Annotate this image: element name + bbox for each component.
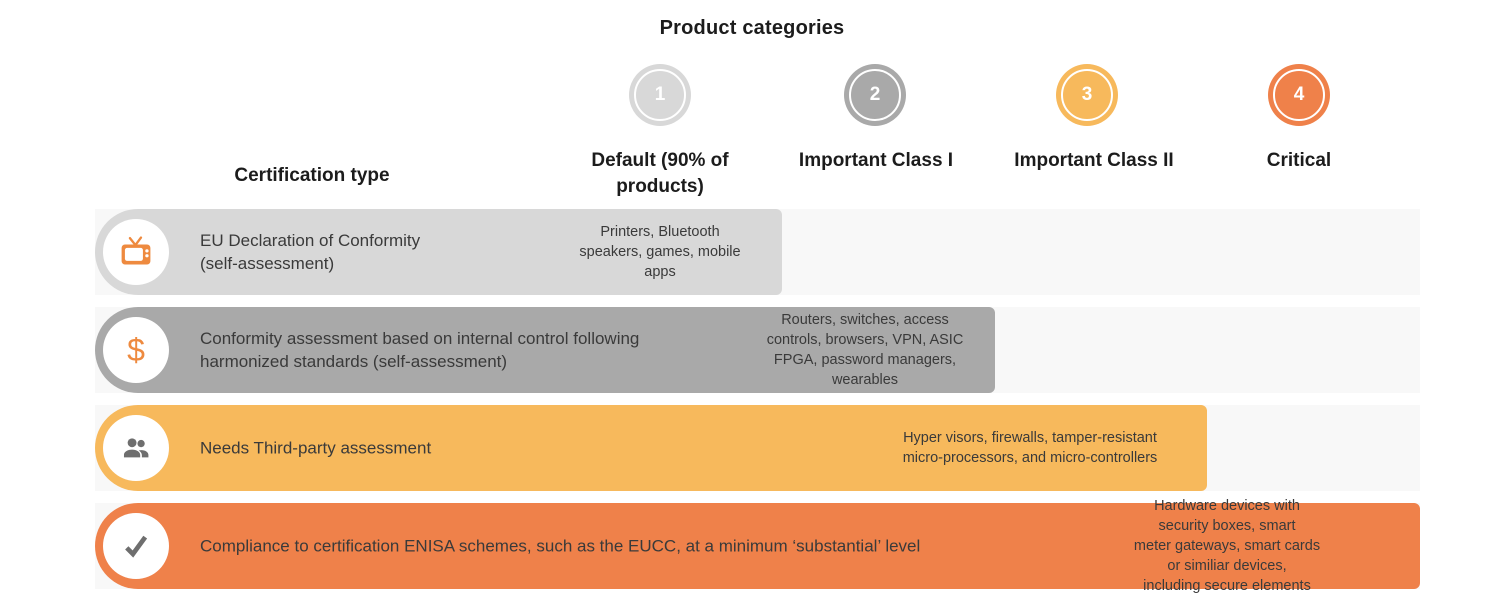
column-header-important-class-1: Important Class I xyxy=(798,150,954,171)
products-cell-important-class-1: Routers, switches, access controls, brow… xyxy=(766,312,964,388)
row-bar-level-3 xyxy=(95,405,1207,491)
row-enisa-certification: Compliance to certification ENISA scheme… xyxy=(95,498,1420,594)
certification-type-label: Needs Third-party assessment xyxy=(200,438,432,458)
category-number-1: 1 xyxy=(634,69,686,121)
certification-type-label: Conformity assessment based on internal … xyxy=(200,329,640,371)
people-icon xyxy=(103,415,169,481)
certification-type-label: Compliance to certification ENISA scheme… xyxy=(200,536,921,556)
category-number-2: 2 xyxy=(849,69,901,121)
tv-icon xyxy=(103,219,169,285)
row-bar-level-2 xyxy=(95,307,995,393)
row-third-party-assessment: Needs Third-party assessment Hyper visor… xyxy=(95,405,1420,491)
check-icon xyxy=(103,513,169,579)
page-title: Product categories xyxy=(659,17,845,39)
row-bar-level-4 xyxy=(95,503,1420,589)
row-conformity-internal-control: $ Conformity assessment based on interna… xyxy=(95,307,1420,393)
row-bar-level-1 xyxy=(95,209,782,295)
category-number-3: 3 xyxy=(1061,69,1113,121)
category-badge-2: 2 xyxy=(844,64,906,126)
category-badge-3: 3 xyxy=(1056,64,1118,126)
column-header-important-class-2: Important Class II xyxy=(1014,150,1174,171)
column-header-critical: Critical xyxy=(1266,150,1332,171)
products-cell-default: Printers, Bluetooth speakers, games, mob… xyxy=(579,224,741,280)
category-badge-1: 1 xyxy=(629,64,691,126)
row-eu-declaration: EU Declaration of Conformity (self-asses… xyxy=(95,209,1420,295)
products-cell-critical: Hardware devices with security boxes, sm… xyxy=(1133,498,1321,594)
dollar-icon: $ xyxy=(103,317,169,383)
certification-type-label: EU Declaration of Conformity (self-asses… xyxy=(200,231,421,273)
category-number-4: 4 xyxy=(1273,69,1325,121)
products-cell-important-class-2: Hyper visors, firewalls, tamper-resistan… xyxy=(902,430,1158,466)
category-badge-4: 4 xyxy=(1268,64,1330,126)
column-header-default: Default (90% of products) xyxy=(591,150,729,197)
certification-type-header: Certification type xyxy=(234,165,390,186)
